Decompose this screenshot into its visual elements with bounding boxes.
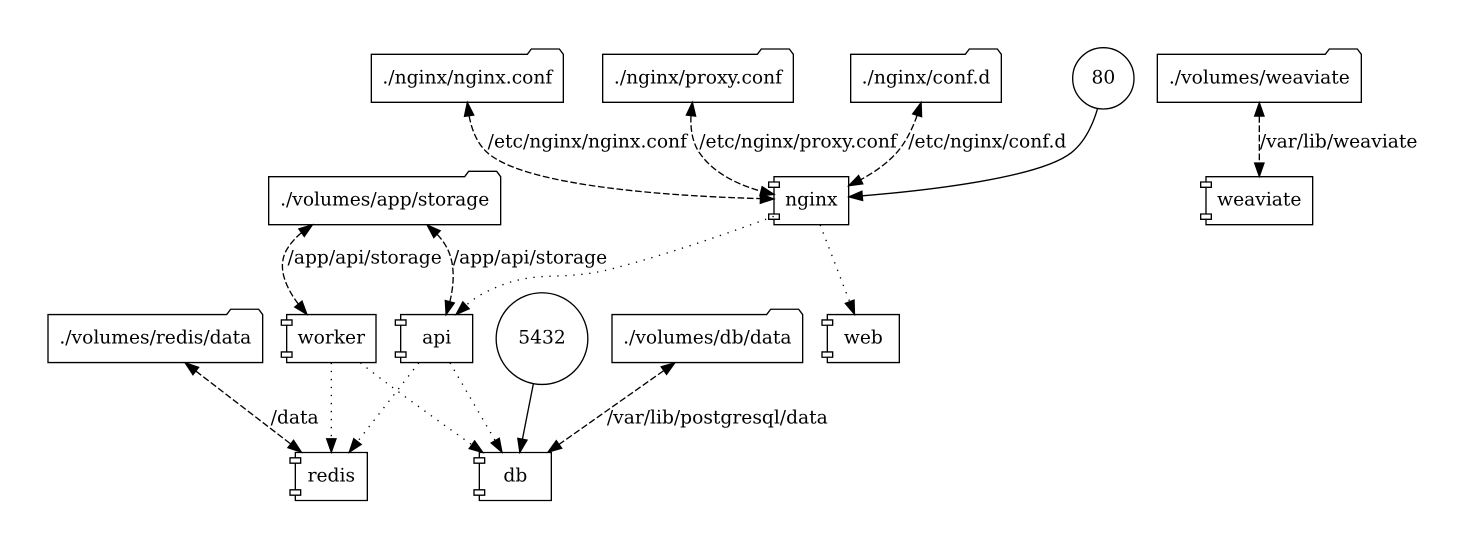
svg-text:/app/api/storage: /app/api/storage xyxy=(453,248,607,269)
svg-text:./volumes/app/storage: ./volumes/app/storage xyxy=(280,190,489,211)
svg-text:./nginx/proxy.conf: ./nginx/proxy.conf xyxy=(614,67,784,88)
svg-text:worker: worker xyxy=(298,328,365,349)
svg-text:db: db xyxy=(503,465,527,486)
svg-text:/etc/nginx/proxy.conf: /etc/nginx/proxy.conf xyxy=(699,132,899,153)
svg-text:web: web xyxy=(844,328,883,349)
svg-text:nginx: nginx xyxy=(785,190,838,211)
svg-text:5432: 5432 xyxy=(518,328,565,349)
svg-text:./volumes/weaviate: ./volumes/weaviate xyxy=(1169,67,1350,88)
svg-text:./nginx/conf.d: ./nginx/conf.d xyxy=(862,67,991,88)
svg-text:/etc/nginx/conf.d: /etc/nginx/conf.d xyxy=(908,132,1066,153)
svg-text:./nginx/nginx.conf: ./nginx/nginx.conf xyxy=(382,67,554,88)
svg-text:./volumes/redis/data: ./volumes/redis/data xyxy=(59,328,251,349)
svg-text:/var/lib/postgresql/data: /var/lib/postgresql/data xyxy=(607,407,828,428)
svg-text:/data: /data xyxy=(271,407,319,428)
svg-text:weaviate: weaviate xyxy=(1217,190,1301,211)
svg-text:api: api xyxy=(422,328,451,349)
svg-text:./volumes/db/data: ./volumes/db/data xyxy=(623,328,791,349)
svg-text:80: 80 xyxy=(1091,67,1115,88)
svg-text:/etc/nginx/nginx.conf: /etc/nginx/nginx.conf xyxy=(488,132,689,153)
svg-text:/app/api/storage: /app/api/storage xyxy=(288,248,442,269)
svg-text:redis: redis xyxy=(308,465,355,486)
svg-text:/var/lib/weaviate: /var/lib/weaviate xyxy=(1260,132,1418,153)
